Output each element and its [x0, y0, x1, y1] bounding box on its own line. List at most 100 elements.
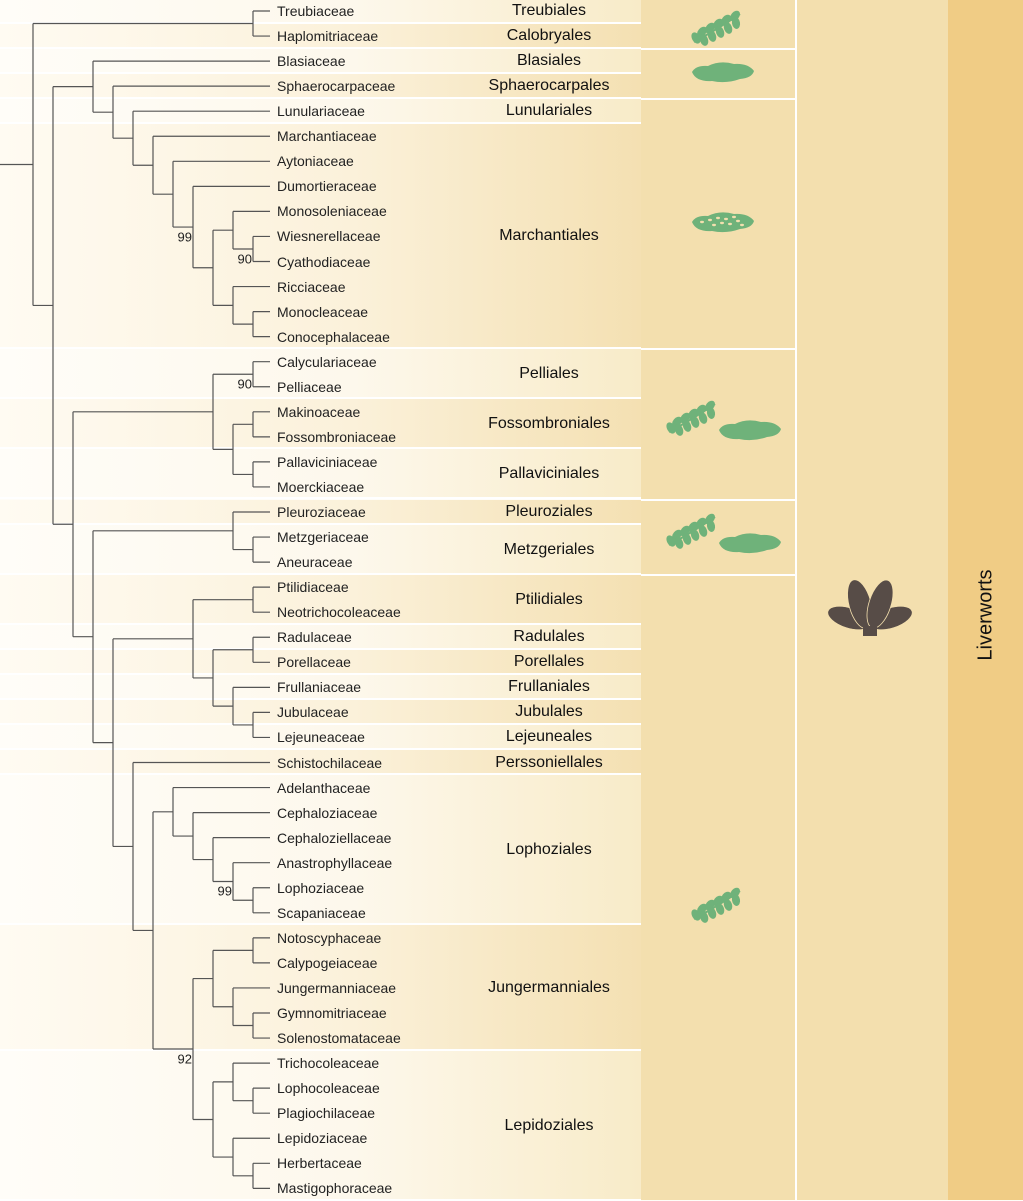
order-label: Radulales [513, 628, 585, 646]
family-label: Scapaniaceae [277, 904, 366, 921]
bootstrap-support-label: 92 [177, 1051, 192, 1067]
group-separator [641, 498, 795, 501]
order-band [0, 449, 641, 500]
column-divider [795, 0, 797, 1200]
family-label: Wiesnerellaceae [277, 228, 381, 245]
family-label: Blasiaceae [277, 53, 346, 70]
family-label: Monosoleniaceae [277, 203, 387, 220]
order-label: Pelliales [519, 365, 579, 383]
bootstrap-support-label: 99 [177, 229, 192, 245]
family-label: Lunulariaceae [277, 103, 365, 120]
family-label: Herbertaceae [277, 1155, 362, 1172]
order-label: Ptilidiales [515, 590, 583, 608]
family-label: Solenostomataceae [277, 1030, 401, 1047]
leafy-gametophyte-icon [690, 887, 744, 928]
family-label: Frullaniaceae [277, 679, 362, 696]
order-label: Lunulariales [505, 102, 593, 120]
family-label: Lophocoleaceae [277, 1080, 380, 1097]
family-label: Ptilidiaceae [277, 579, 349, 596]
liverwort-sporophyte-icon [827, 579, 913, 636]
order-band [0, 649, 641, 675]
family-label: Dumortieraceae [277, 178, 377, 195]
family-label: Marchantiaceae [277, 128, 377, 145]
order-label: Marchantiales [499, 227, 599, 245]
order-label: Pallaviciniales [498, 465, 600, 483]
family-label: Neotrichocoleaceae [277, 604, 401, 621]
group-label: Liverworts [974, 569, 997, 661]
family-label: Porellaceae [277, 654, 351, 671]
order-label: Lejeuneales [505, 728, 593, 746]
group-separator [641, 348, 795, 351]
order-band [0, 750, 641, 775]
simple-thallus-icon [717, 531, 783, 560]
family-label: Pallaviciniaceae [277, 453, 378, 470]
family-label: Ricciaceae [277, 278, 346, 295]
family-label: Adelanthaceae [277, 779, 371, 796]
complex-thallus-icon [690, 210, 756, 239]
family-label: Plagiochilaceae [277, 1105, 376, 1122]
leafy-gametophyte-icon [665, 513, 719, 554]
simple-thallus-icon [717, 418, 783, 447]
family-label: Lejeuneaceae [277, 729, 365, 746]
leafy-gametophyte-icon [690, 10, 744, 51]
order-band [0, 349, 641, 400]
order-band [0, 0, 641, 24]
order-label: Calobryales [506, 27, 592, 45]
family-label: Sphaerocarpaceae [277, 78, 396, 95]
order-label: Sphaerocarpales [488, 77, 610, 95]
bootstrap-support-label: 90 [237, 251, 252, 267]
order-band [0, 624, 641, 650]
simple-thallus-icon [690, 60, 756, 89]
family-label: Notoscyphaceae [277, 929, 382, 946]
order-band [0, 925, 641, 1051]
order-band [0, 73, 641, 99]
family-label: Aneuraceae [277, 554, 353, 571]
order-band [0, 574, 641, 625]
family-label: Cyathodiaceae [277, 253, 371, 270]
family-label: Fossombroniaceae [277, 428, 397, 445]
order-band [0, 699, 641, 725]
family-label: Lepidoziaceae [277, 1130, 368, 1147]
phylogenetic-tree [0, 10, 270, 1189]
order-label: Lophoziales [506, 841, 592, 859]
order-band [0, 775, 641, 926]
family-label: Metzgeriaceae [277, 529, 369, 546]
family-label: Jungermanniaceae [277, 979, 397, 996]
order-label: Jungermanniales [488, 978, 610, 996]
family-label: Jubulaceae [277, 704, 349, 721]
family-label: Anastrophyllaceae [277, 854, 393, 871]
family-label: Mastigophoraceae [277, 1180, 393, 1197]
order-label: Pleuroziales [505, 503, 593, 520]
order-label: Frullaniales [508, 678, 590, 696]
morphology-column [641, 0, 795, 1200]
order-label: Fossombroniales [488, 415, 610, 433]
family-label: Calypogeiaceae [277, 954, 378, 971]
bootstrap-support-label: 99 [217, 883, 232, 899]
family-label: Calyculariaceae [277, 353, 377, 370]
order-label: Lepidoziales [504, 1116, 594, 1134]
family-label: Radulaceae [277, 629, 352, 646]
order-label: Perssoniellales [495, 753, 603, 771]
family-label: Moerckiaceae [277, 478, 365, 495]
order-band [0, 1050, 641, 1201]
group-column [948, 0, 1023, 1200]
bootstrap-support-label: 90 [237, 376, 252, 392]
order-label: Porellales [513, 653, 585, 671]
group-separator [641, 97, 795, 100]
order-label: Blasiales [516, 52, 582, 70]
group-separator [641, 573, 795, 576]
family-label: Gymnomitriaceae [277, 1005, 387, 1021]
order-band [0, 724, 641, 750]
family-label: Cephaloziellaceae [277, 829, 392, 846]
family-label: Haplomitriaceae [277, 28, 379, 45]
order-band [0, 674, 641, 700]
family-label: Pleuroziaceae [277, 504, 366, 520]
family-label: Conocephalaceae [277, 328, 390, 345]
family-label: Monocleaceae [277, 303, 369, 320]
order-band [0, 524, 641, 575]
leafy-gametophyte-icon [665, 400, 719, 441]
family-label: Trichocoleaceae [277, 1055, 380, 1072]
family-label: Treubiaceae [277, 3, 355, 19]
family-label: Lophoziaceae [277, 879, 365, 896]
